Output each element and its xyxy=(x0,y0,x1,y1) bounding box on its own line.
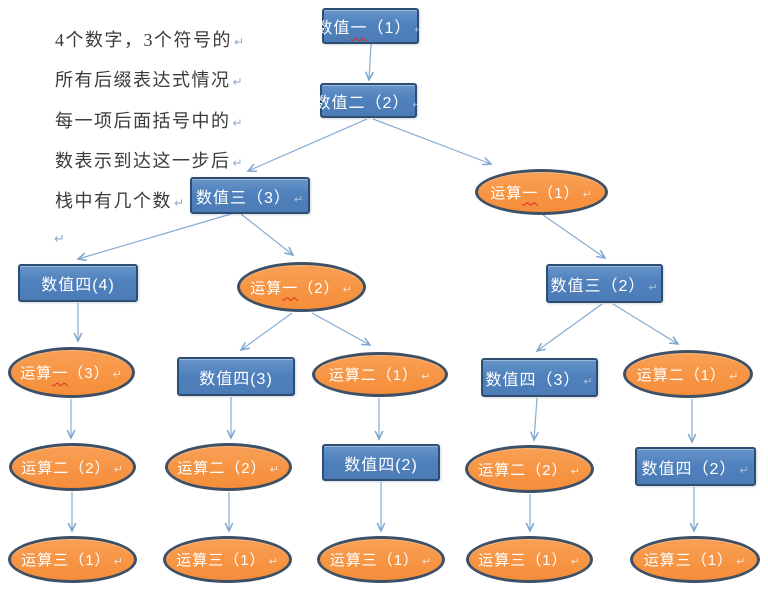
node-label: 运算二（2）↵ xyxy=(21,459,124,477)
node-op3-stack1-c[interactable]: 运算三（1）↵ xyxy=(317,536,445,583)
node-label: 运算三（1）↵ xyxy=(478,552,581,569)
paragraph-mark-icon: ↵ xyxy=(421,370,432,383)
node-label: 运算二（2）↵ xyxy=(478,461,581,479)
node-label: 运算二（1）↵ xyxy=(636,366,740,384)
node-label: 运算二（1）↵ xyxy=(328,367,432,384)
node-label: 数值四（3）↵ xyxy=(485,371,594,389)
node-op2-stack2-a[interactable]: 运算二（2）↵ xyxy=(9,443,136,491)
node-label: 数值三（2）↵ xyxy=(550,277,659,295)
paragraph-mark-icon: ↵ xyxy=(648,280,659,294)
node-value3-stack2[interactable]: 数值三（2）↵ xyxy=(546,264,663,303)
annotation-line-4: 数表示到达这一步后↵ xyxy=(55,151,245,171)
node-op2-stack2-b[interactable]: 运算二（2）↵ xyxy=(165,443,292,491)
node-op1-stack2[interactable]: 运算一（2）↵ xyxy=(237,262,366,312)
paragraph-mark-icon: ↵ xyxy=(414,23,425,36)
node-op3-stack1-e[interactable]: 运算三（1）↵ xyxy=(630,536,760,583)
node-label: 数值四(4) xyxy=(41,277,115,294)
node-label: 数值四（2）↵ xyxy=(641,460,750,478)
node-op3-stack1-d[interactable]: 运算三（1）↵ xyxy=(466,536,593,583)
paragraph-mark-icon: ↵ xyxy=(232,156,245,170)
paragraph-mark-icon: ↵ xyxy=(342,282,353,296)
paragraph-mark-icon: ↵ xyxy=(293,192,305,206)
node-op2-stack1-b[interactable]: 运算二（1）↵ xyxy=(623,350,753,398)
node-label: 运算一（2）↵ xyxy=(250,279,353,297)
node-op3-stack1-a[interactable]: 运算三（1）↵ xyxy=(8,536,137,583)
node-op1-stack1[interactable]: 运算一（1）↵ xyxy=(475,169,608,215)
annotation-line-5: 栈中有几个数↵ xyxy=(55,191,186,211)
paragraph-mark-icon: ↵ xyxy=(112,368,123,381)
paragraph-mark-icon: ↵ xyxy=(54,232,65,247)
paragraph-mark-icon: ↵ xyxy=(736,555,747,568)
node-label: 运算三（1）↵ xyxy=(176,552,279,569)
node-label: 运算一（1）↵ xyxy=(490,184,593,202)
paragraph-mark-icon: ↵ xyxy=(268,555,279,568)
paragraph-mark-icon: ↵ xyxy=(234,35,246,49)
annotation-line-1: 4个数字，3个符号的↵ xyxy=(55,30,246,50)
node-label: 数值四(2) xyxy=(344,456,418,474)
paragraph-mark-icon: ↵ xyxy=(113,555,124,568)
node-value4-stack2-b[interactable]: 数值四（2）↵ xyxy=(635,447,756,486)
node-label: 数值四(3) xyxy=(199,370,273,388)
node-label: 运算三（1）↵ xyxy=(21,552,124,569)
paragraph-mark-icon: ↵ xyxy=(269,462,280,476)
node-label: 运算一（3）↵ xyxy=(20,365,123,382)
node-label: 数值二（2）↵ xyxy=(314,94,423,112)
paragraph-mark-icon: ↵ xyxy=(570,555,581,568)
paragraph-mark-icon: ↵ xyxy=(174,196,186,210)
paragraph-mark-icon: ↵ xyxy=(412,97,423,111)
node-label: 运算三（1）↵ xyxy=(643,552,747,569)
paragraph-mark-icon: ↵ xyxy=(583,374,594,388)
paragraph-mark-icon: ↵ xyxy=(582,187,593,201)
paragraph-mark-icon: ↵ xyxy=(422,555,433,568)
node-value4-stack3-a[interactable]: 数值四(3) xyxy=(177,357,295,396)
paragraph-mark-icon: ↵ xyxy=(739,463,750,477)
node-value4-stack4[interactable]: 数值四(4) xyxy=(18,264,138,302)
paragraph-mark-icon: ↵ xyxy=(570,464,581,478)
node-label: 数值三（3）↵ xyxy=(195,189,305,207)
node-value4-stack3-b[interactable]: 数值四（3）↵ xyxy=(481,358,598,397)
annotation-line-3: 每一项后面括号中的↵ xyxy=(55,111,245,131)
node-value3-stack3[interactable]: 数值三（3）↵ xyxy=(190,177,310,214)
paragraph-mark-icon: ↵ xyxy=(232,116,245,130)
paragraph-mark-icon: ↵ xyxy=(113,462,124,476)
annotation-line-2: 所有后缀表达式情况↵ xyxy=(55,70,245,90)
node-value4-stack2-a[interactable]: 数值四(2) xyxy=(322,444,440,481)
node-label: 数值一（1）↵ xyxy=(316,20,425,37)
node-label: 运算三（1）↵ xyxy=(329,552,433,569)
paragraph-mark-icon: ↵ xyxy=(232,75,245,89)
node-op1-stack3[interactable]: 运算一（3）↵ xyxy=(8,347,135,398)
node-value1[interactable]: 数值一（1）↵ xyxy=(316,8,424,44)
node-label: 运算二（2）↵ xyxy=(177,459,280,477)
node-op2-stack2-c[interactable]: 运算二（2）↵ xyxy=(465,445,594,493)
node-op2-stack1-a[interactable]: 运算二（1）↵ xyxy=(312,352,448,397)
paragraph-mark-icon: ↵ xyxy=(729,369,740,383)
node-op3-stack1-b[interactable]: 运算三（1）↵ xyxy=(163,536,292,583)
node-value2[interactable]: 数值二（2）↵ xyxy=(314,83,422,118)
